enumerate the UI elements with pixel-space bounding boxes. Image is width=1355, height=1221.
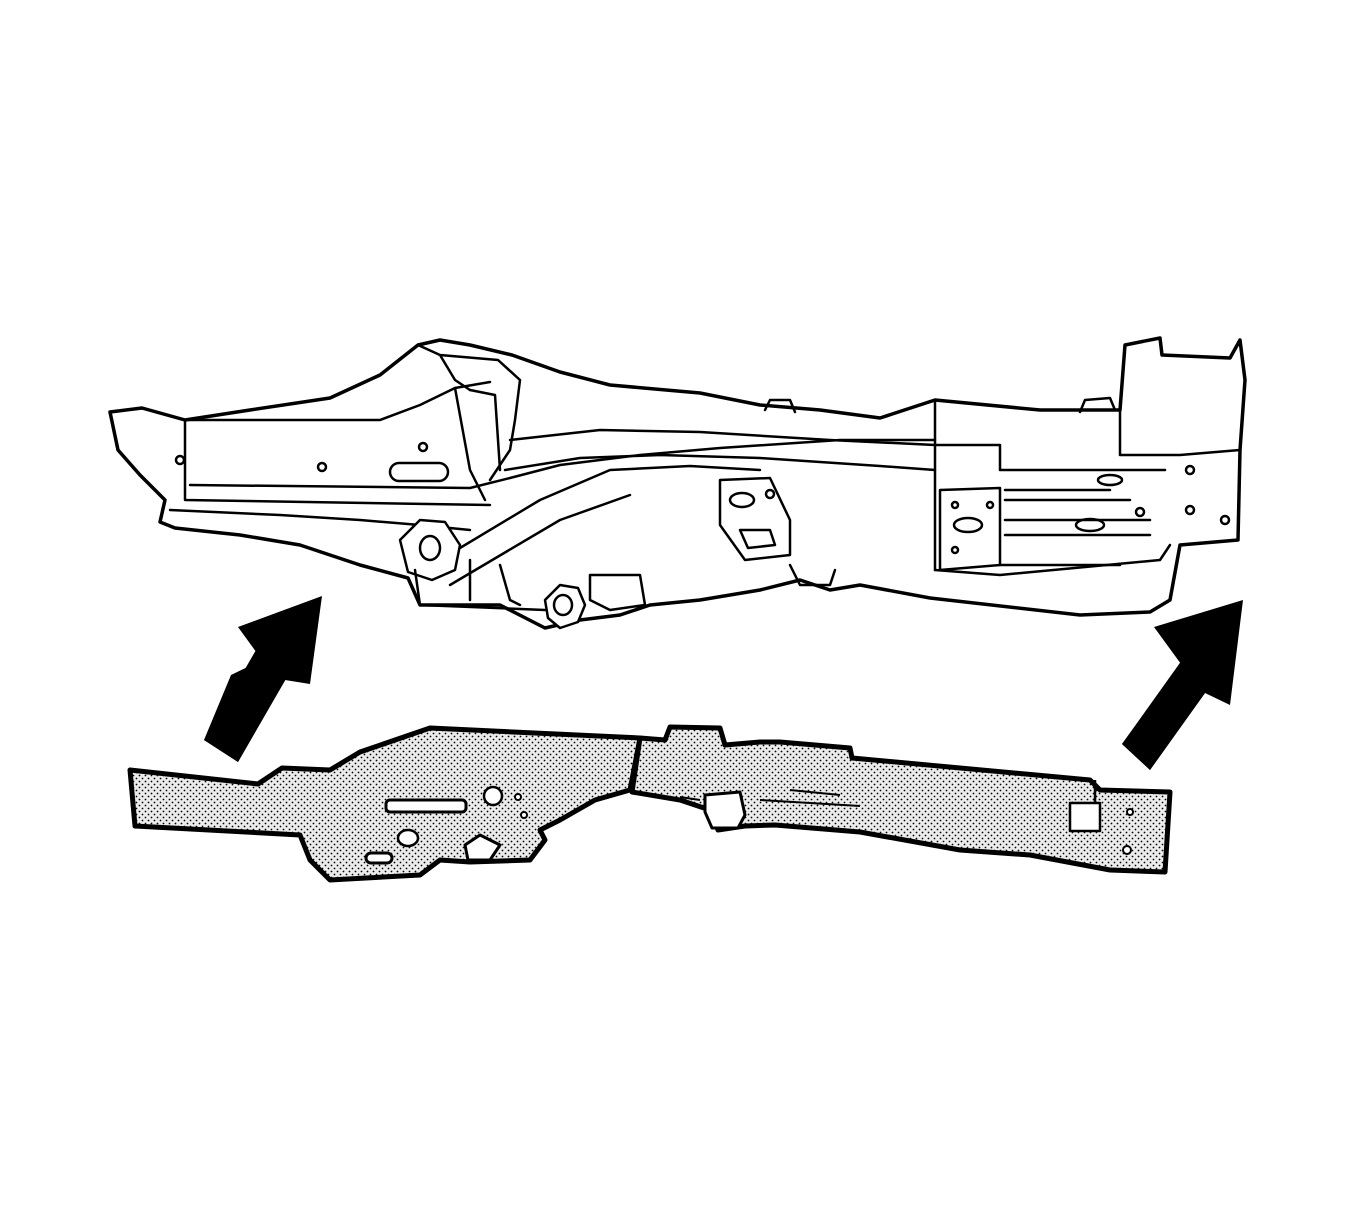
rear-slot-2 [1074, 517, 1106, 533]
tab-2 [1078, 396, 1117, 414]
panel-notch-left [463, 833, 502, 862]
kickup-curve [416, 343, 522, 482]
rail-hole-2 [316, 461, 328, 473]
tab-3 [788, 563, 837, 587]
rear-hole-4 [1134, 506, 1146, 518]
rail-top-flange [183, 380, 492, 507]
lower-bracket-2 [588, 573, 647, 612]
crossmember-bar [503, 428, 937, 472]
bushing-hole-left [418, 534, 442, 562]
panel-seam [630, 737, 642, 793]
panel-slot-short [364, 851, 394, 865]
rear-rail-inner [1003, 488, 1152, 537]
panel-bracket-right [703, 790, 747, 830]
rail-hole-3 [417, 441, 429, 453]
frame-rail-assembly [108, 336, 1247, 630]
rear-hole-1 [1184, 464, 1196, 476]
bushing-bracket-lower [543, 583, 587, 630]
rail-inner-edge [188, 438, 937, 490]
kickup-brace [453, 386, 502, 502]
panel-hole-oval [396, 828, 420, 848]
panel-tag [1068, 801, 1102, 833]
rear-bracket-slot [952, 516, 984, 534]
install-arrow-left [204, 596, 322, 762]
rear-slot-1 [1096, 473, 1124, 487]
arrow-left-shaft [204, 650, 290, 762]
middle-bracket-hole [728, 491, 756, 509]
rail-slot [388, 461, 450, 483]
panel-hole-right-1 [1126, 808, 1134, 816]
diagonal-brace [438, 464, 762, 587]
rear-lower-edge [933, 543, 1172, 577]
install-arrow-right [1122, 600, 1243, 770]
middle-bracket-detail [738, 528, 777, 550]
panel-hole-right-2 [1122, 845, 1132, 855]
panel-hole-small-2 [520, 811, 528, 819]
assembly-outline [108, 336, 1247, 630]
rear-bracket [938, 486, 1002, 572]
panel-hole-large [482, 785, 504, 807]
rail-hole-1 [174, 454, 186, 466]
replacement-rail-panel [127, 724, 1173, 883]
arrow-right-shaft [1122, 660, 1210, 770]
rear-bracket-hole-2 [985, 500, 995, 510]
rear-bracket-hole-1 [950, 500, 960, 510]
panel-ridge [679, 789, 861, 807]
bushing-bracket-left [398, 518, 462, 582]
rear-hole-3 [1219, 514, 1231, 526]
rear-hole-2 [1184, 504, 1196, 516]
lower-bracket [413, 558, 547, 612]
rear-rail-panel [1118, 408, 1242, 457]
rear-bracket-hole-3 [950, 545, 960, 555]
panel-hole-small-1 [514, 793, 522, 801]
bushing-hole-lower [552, 593, 574, 617]
middle-hole [764, 488, 776, 500]
tab-1 [763, 398, 797, 414]
panel-slot-long [384, 798, 468, 814]
